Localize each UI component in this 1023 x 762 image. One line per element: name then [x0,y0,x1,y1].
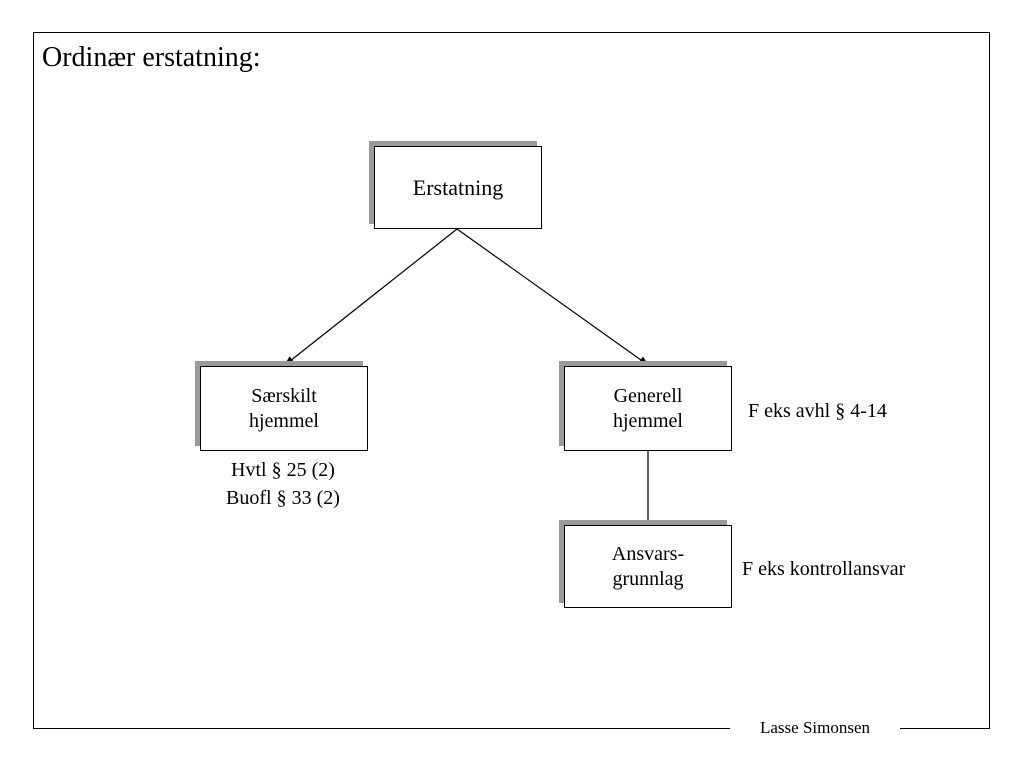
frame-bottom-border-left [33,728,730,729]
note-saerskilt-hjemmel: Hvtl § 25 (2) Buofl § 33 (2) [190,456,376,512]
note-ansvarsgrunnlag: F eks kontrollansvar [742,558,906,580]
node-erstatning-label: Erstatning [412,175,504,200]
node-ansvarsgrunnlag: Ansvars- grunnlag [564,525,732,608]
arrow-root-to-left [284,228,458,366]
frame-left-border [33,32,34,729]
note-generell-hjemmel: F eks avhl § 4-14 [748,400,887,422]
frame-bottom-border-right [900,728,990,729]
node-generell-hjemmel-line-1: Generell [613,384,683,407]
footer-author: Lasse Simonsen [759,718,871,737]
slide-title: Ordinær erstatning: [42,42,261,73]
node-saerskilt-hjemmel: Særskilt hjemmel [200,366,368,451]
note-saerskilt-line-1: Hvtl § 25 (2) [231,459,335,481]
node-ansvarsgrunnlag-line-2: grunnlag [612,567,684,590]
node-saerskilt-hjemmel-line-2: hjemmel [249,409,319,432]
arrow-root-to-right [456,228,649,366]
node-ansvarsgrunnlag-line-1: Ansvars- [611,542,685,565]
node-generell-hjemmel-line-2: hjemmel [613,409,683,432]
frame-right-border [989,32,990,729]
node-generell-hjemmel: Generell hjemmel [564,366,732,451]
frame-top-border [33,32,990,33]
note-saerskilt-line-2: Buofl § 33 (2) [226,487,340,509]
node-erstatning: Erstatning [374,146,542,229]
node-saerskilt-hjemmel-line-1: Særskilt [251,384,317,407]
